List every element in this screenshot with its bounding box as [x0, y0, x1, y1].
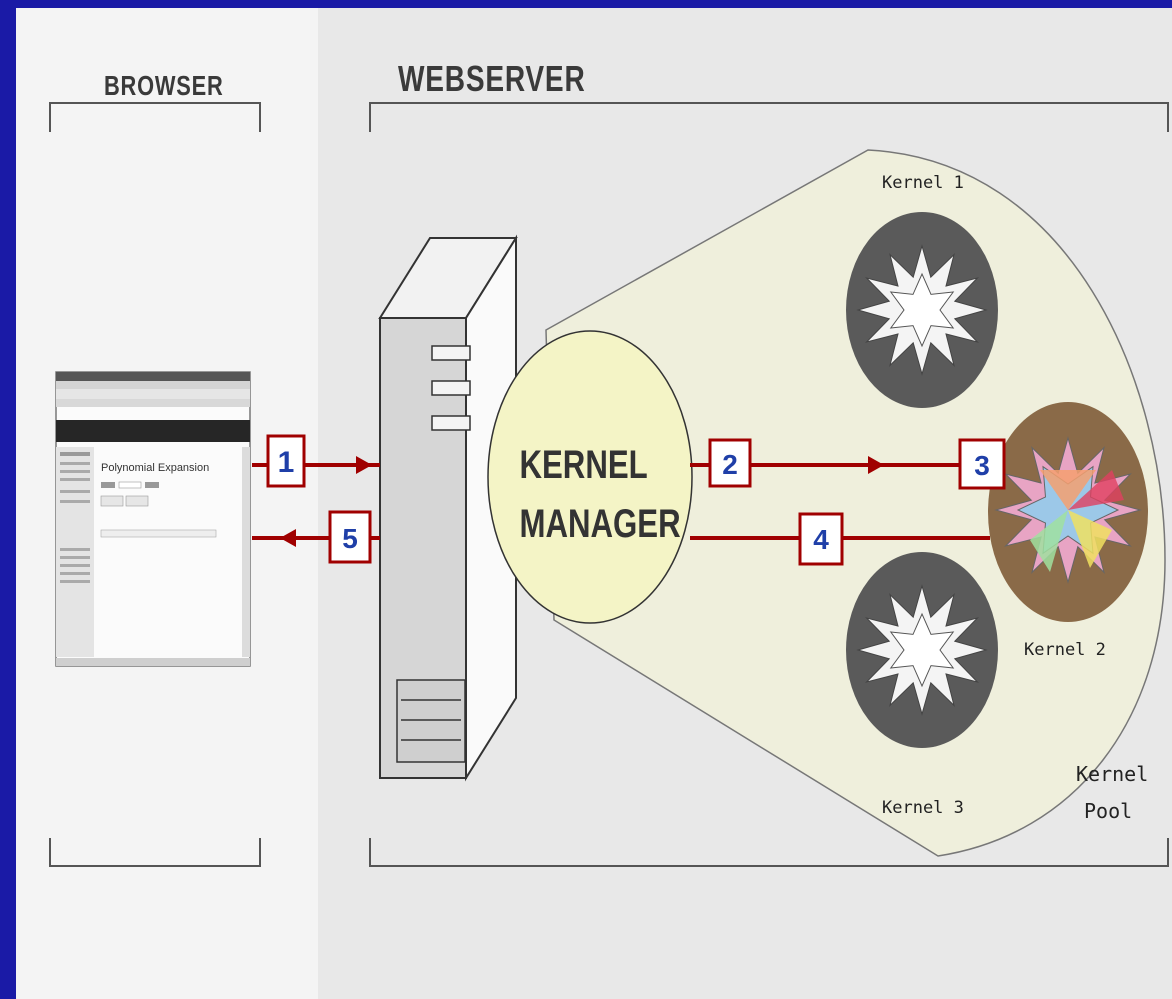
step-4-badge: 4	[800, 514, 842, 564]
step-2-badge: 2	[710, 440, 750, 486]
step-4-label: 4	[813, 524, 829, 555]
step-3-label: 3	[974, 450, 990, 481]
step-5-badge: 5	[330, 512, 370, 562]
kernel-manager-label-line2: MANAGER	[519, 501, 680, 546]
kernel-pool-label-line2: Pool	[1084, 799, 1132, 823]
webserver-section-label: WEBSERVER	[398, 58, 586, 100]
step-2-label: 2	[722, 449, 738, 480]
kernel-1-node	[846, 212, 998, 408]
step-1-label: 1	[278, 446, 295, 479]
step-1-badge: 1	[268, 436, 304, 486]
browser-window: Polynomial Expansion	[56, 372, 250, 666]
kernel-2-label: Kernel 2	[1024, 640, 1106, 660]
kernel-2-node	[988, 402, 1148, 622]
kernel-1-label: Kernel 1	[882, 173, 964, 193]
arrowhead-1	[356, 456, 372, 474]
step-3-badge: 3	[960, 440, 1004, 488]
browser-section-label: BROWSER	[104, 70, 224, 102]
browser-page-heading: Polynomial Expansion	[101, 462, 209, 474]
arrowhead-5	[280, 529, 296, 547]
kernel-3-label: Kernel 3	[882, 798, 964, 818]
step-5-label: 5	[342, 523, 358, 554]
kernel-3-node	[846, 552, 998, 748]
kernel-manager-label-line1: KERNEL	[519, 442, 647, 487]
kernel-pool-label-line1: Kernel	[1076, 762, 1148, 786]
